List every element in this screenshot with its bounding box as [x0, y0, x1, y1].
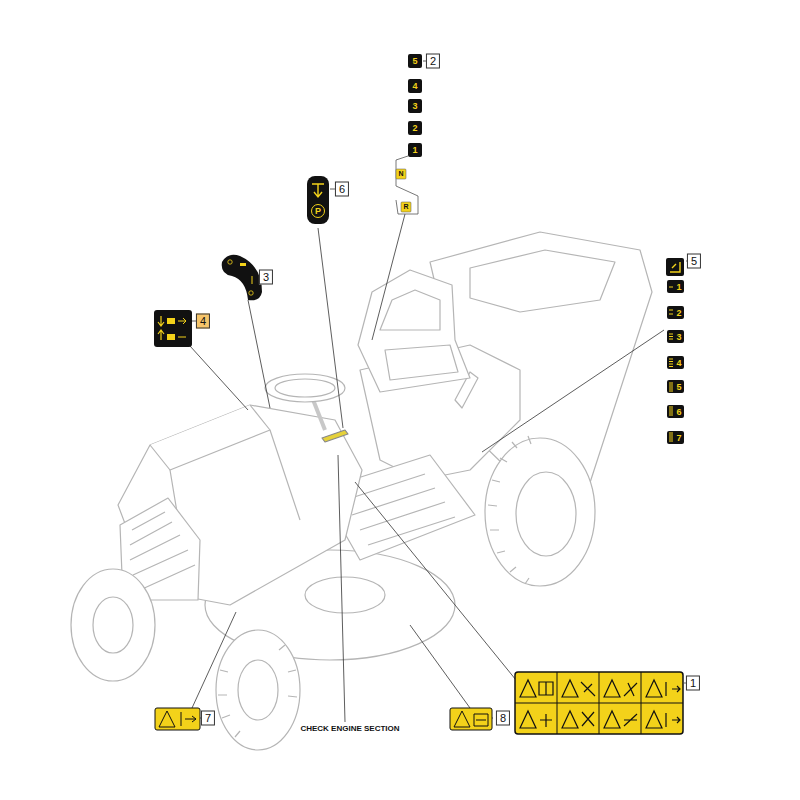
callout-number: 6: [335, 182, 349, 197]
gear-letter: N: [398, 170, 403, 178]
callout-number: 8: [496, 711, 510, 726]
callout-number: 4: [196, 314, 210, 329]
gear-digit: 2: [412, 123, 417, 133]
height-digit: 7: [676, 433, 681, 443]
height-digit: 6: [676, 407, 681, 417]
parking-letter: P: [315, 206, 321, 216]
callout-number: 1: [686, 676, 700, 691]
gear-digit: 5: [412, 56, 417, 66]
height-digit: 5: [676, 382, 681, 392]
height-digit: 3: [676, 332, 681, 342]
height-digit: 4: [676, 358, 681, 368]
gear-letter: R: [403, 203, 408, 211]
height-digit: 2: [676, 308, 681, 318]
callout-number: 5: [687, 254, 701, 269]
gear-digit: 1: [412, 145, 417, 155]
callout-number: 7: [201, 711, 215, 726]
section-note: CHECK ENGINE SECTION: [298, 723, 401, 735]
height-digit: 1: [676, 282, 681, 292]
gear-digit: 4: [412, 81, 417, 91]
gear-digit: 3: [412, 101, 417, 111]
callout-number: 2: [426, 54, 440, 69]
callout-number: 3: [259, 270, 273, 285]
